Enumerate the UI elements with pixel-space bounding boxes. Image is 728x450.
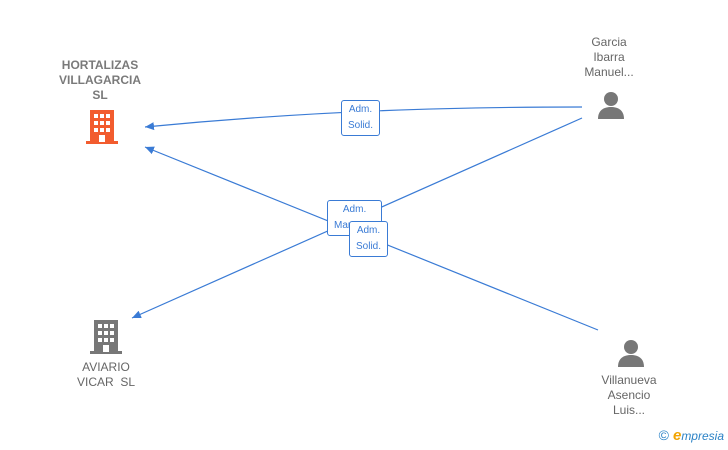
- copyright-symbol: ©: [658, 427, 669, 443]
- relation-label[interactable]: Adm. Solid.: [341, 100, 381, 136]
- company-label-hortalizas[interactable]: HORTALIZAS VILLAGARCIA SL: [59, 58, 141, 102]
- relation-label[interactable]: Adm. Solid.: [349, 221, 389, 257]
- empresia-watermark: ©empresia: [659, 427, 724, 444]
- edge-garcia-hortalizas: [144, 106, 583, 131]
- company-label-aviario[interactable]: AVIARIO VICAR SL: [76, 360, 136, 389]
- person-label-villanueva[interactable]: Villanueva Asencio Luis...: [601, 373, 657, 417]
- building-icon[interactable]: [90, 320, 122, 354]
- person-icon[interactable]: [616, 338, 646, 368]
- brand-name: mpresia: [681, 429, 724, 443]
- person-label-garcia[interactable]: Garcia Ibarra Manuel...: [584, 35, 634, 79]
- person-icon[interactable]: [596, 90, 626, 120]
- building-icon[interactable]: [86, 110, 118, 144]
- brand-logo-letter: e: [672, 427, 682, 444]
